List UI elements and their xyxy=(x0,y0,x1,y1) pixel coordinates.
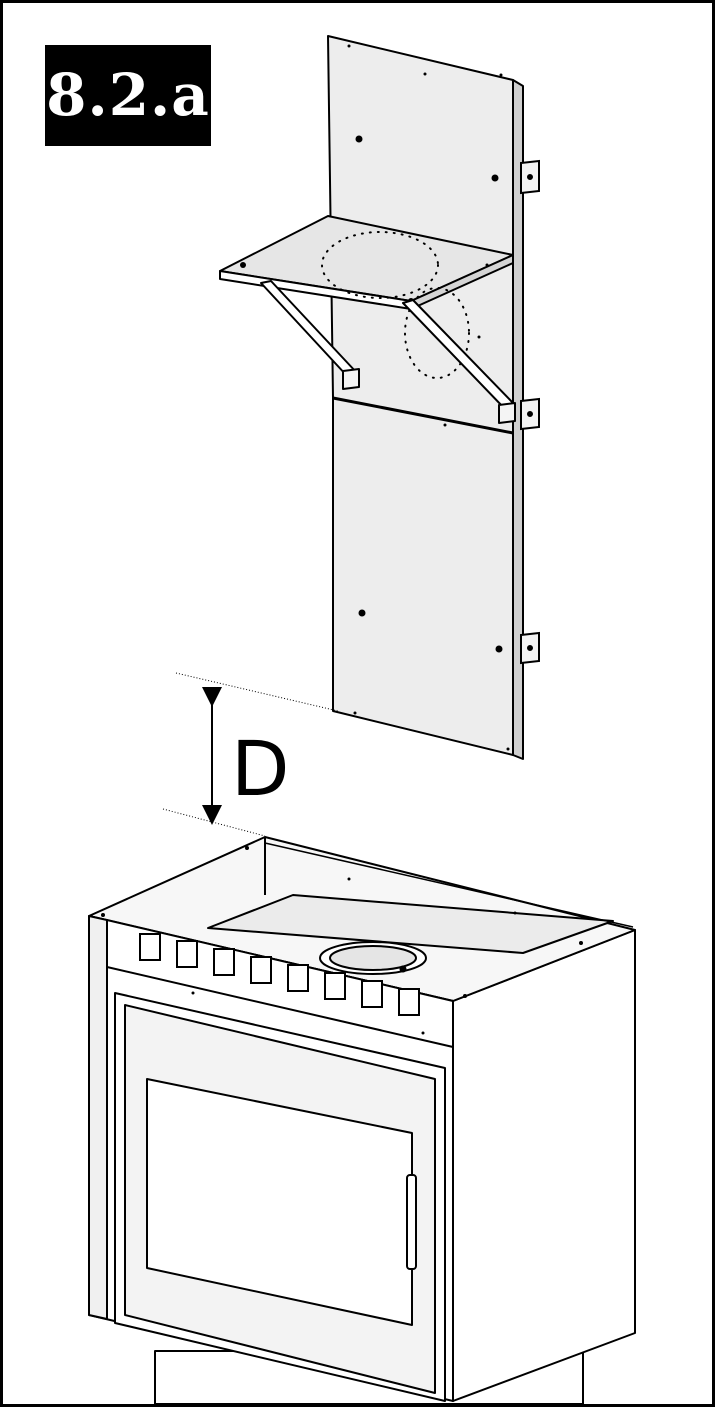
wall-brackets xyxy=(520,159,540,665)
stove-body xyxy=(88,836,636,1404)
shelf-braces xyxy=(260,280,516,424)
dimension-label: D xyxy=(231,724,290,813)
stove-screws xyxy=(101,846,583,1035)
step-label: 8.2.a xyxy=(45,45,211,146)
panel-screws xyxy=(347,44,510,751)
vent-slots xyxy=(139,933,420,1016)
flue-cutout-outlines xyxy=(321,231,470,379)
dimension-guides xyxy=(162,672,339,837)
flue-collar xyxy=(319,941,427,975)
assembly-drawing xyxy=(88,35,636,1404)
